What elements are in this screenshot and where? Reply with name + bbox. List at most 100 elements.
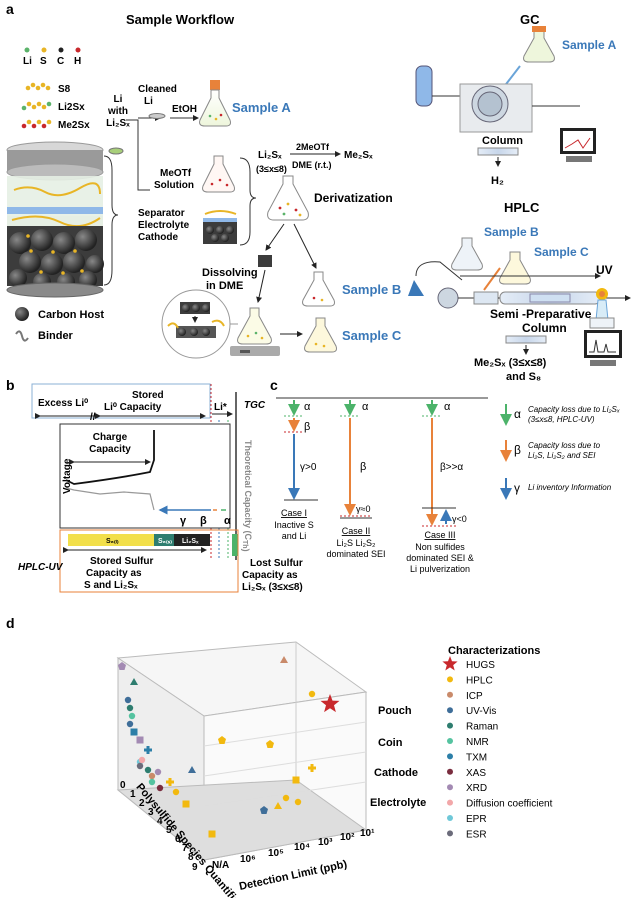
- sample-b-label: Sample B: [342, 282, 401, 297]
- x-tick-1e3: 10³: [318, 837, 333, 848]
- legend-marker-xas: [447, 768, 453, 775]
- y-tick-4: 4: [157, 816, 163, 827]
- legend-alpha-text: Capacity loss due to Li₂Sₓ(3≤x≤8, HPLC-U…: [528, 405, 620, 424]
- case1-beta: β: [304, 421, 310, 433]
- bar-s8-yellow: [68, 534, 154, 546]
- marker-icp-13: [148, 772, 156, 780]
- hplc-uv-label: HPLC-UV: [18, 562, 64, 573]
- legend-label-uv-vis: UV-Vis: [466, 706, 496, 717]
- to-dissolving-arrow: [265, 223, 285, 251]
- y-tick-2: 2: [139, 798, 145, 809]
- panel-c-letter: c: [270, 377, 278, 393]
- marker-hplc-24: [266, 740, 274, 748]
- legend-marker-xrd: [447, 784, 453, 791]
- marker-nmr-5: [128, 712, 136, 720]
- gc-title: GC: [520, 12, 540, 27]
- legend-marker-txm: [447, 753, 453, 760]
- marker-raman-2: [130, 678, 138, 685]
- z-tick-electrolyte: Electrolyte: [370, 797, 426, 809]
- marker-raman-4: [126, 704, 134, 712]
- marker-raman-12: [144, 766, 152, 774]
- marker-hplc-25: [308, 690, 316, 698]
- legend-marker-nmr: [447, 738, 453, 744]
- derivatization-label: Derivatization: [314, 191, 393, 205]
- uv-lamp-icon: [589, 288, 615, 329]
- marker-hugs-star: [320, 694, 340, 713]
- separator-stack-icon: [203, 210, 237, 244]
- x-tick-1e6: 10⁶: [240, 854, 256, 865]
- marker-hplc-22: [218, 736, 226, 744]
- legend-label-icp: ICP: [466, 691, 483, 702]
- panel-a-letter: a: [6, 1, 14, 17]
- legend-label-xrd: XRD: [466, 783, 487, 794]
- marker-uv-vis-6: [126, 720, 134, 728]
- legend-label-txm: TXM: [466, 752, 487, 763]
- characterization-legend: HUGSHPLCICPUV-VisRamanNMRTXMXASXRDDiffus…: [442, 656, 553, 840]
- bar-label-s8-2: S₈₍ₛ₎: [158, 538, 172, 545]
- legend-marker-esr: [447, 830, 453, 837]
- marker-xrd-8: [136, 736, 144, 744]
- z-tick-coin: Coin: [378, 737, 403, 749]
- theoretical-capacity-label: Theoretical Capacity (CTh): [241, 440, 253, 552]
- legend-label-raman: Raman: [466, 722, 498, 733]
- marker-hplc-28: [274, 802, 282, 809]
- legend-marker-diffusion-coefficient: [447, 799, 453, 806]
- bar-label-s8: S₈₍ₗ₎: [106, 538, 119, 545]
- element-h: H: [74, 56, 81, 67]
- hplc-sample-b-label: Sample B: [484, 225, 539, 239]
- hplc-sample-c-label: Sample C: [534, 245, 589, 259]
- reaction-li2sx: Li₂Sₓ: [258, 150, 282, 161]
- marker-hplc-18: [166, 778, 174, 786]
- binder-label: Binder: [38, 330, 74, 342]
- li-capacity-box: [31, 383, 211, 419]
- legend-label-epr: EPR: [466, 814, 487, 825]
- flask-sample-a-icon: [199, 80, 231, 127]
- gc-instrument-icon: [415, 65, 580, 133]
- marker-icp-1: [280, 656, 288, 663]
- excess-li-label: Excess Li⁰: [38, 398, 88, 409]
- sample-c-label: Sample C: [342, 328, 402, 343]
- gc-sample-label: Sample A: [562, 38, 617, 52]
- to-stirrer-arrow: [256, 269, 266, 303]
- bar-li2sx-black: [174, 534, 210, 546]
- element-li: Li: [23, 56, 32, 67]
- reaction-equation: Li₂Sₓ (3≤x≤8) 2MeOTf DME (r.t.) Me₂Sₓ: [256, 142, 373, 174]
- element-legend: Li S C H: [23, 47, 81, 67]
- beta-label: β: [200, 515, 207, 527]
- z-tick-pouch: Pouch: [378, 705, 412, 717]
- case3-title: Case III: [424, 530, 455, 540]
- bar-label-li2sx: Li₂Sₓ: [182, 538, 199, 545]
- sulfur-capacity-box: [59, 529, 239, 593]
- marker-uv-vis-27: [260, 806, 268, 814]
- cleaned-li-disc-icon: [148, 113, 166, 119]
- species-li2sx: Li2Sx: [58, 102, 85, 113]
- legend-label-esr: ESR: [466, 829, 487, 840]
- legend-beta-symbol: β: [514, 443, 521, 457]
- scatter-markers: [118, 656, 340, 838]
- hplc-output-label: Me₂Sₓ (3≤x≤8)and S₈: [474, 357, 547, 383]
- li2sx-molecule-icon: [21, 101, 52, 111]
- legend-label-diffusion-coefficient: Diffusion coefficient: [466, 799, 553, 810]
- dissolving-electrode-icon: [258, 255, 272, 267]
- marker-hplc-19: [172, 788, 180, 796]
- etoh-label: EtOH: [172, 104, 197, 115]
- legend-title: Characterizations: [448, 645, 540, 657]
- marker-diffusion-coefficient-16: [138, 756, 146, 764]
- legend-marker-uv-vis: [447, 707, 453, 714]
- marker-hplc-31: [292, 776, 300, 784]
- alpha-label: α: [224, 515, 231, 527]
- derivatization-brace: [239, 157, 257, 246]
- excess-break-icon: //: [90, 412, 96, 423]
- legend-gamma-text: Li inventory Information: [528, 483, 612, 492]
- stirrer-flask-icon: [230, 307, 280, 356]
- y-tick-5: 5: [166, 825, 172, 836]
